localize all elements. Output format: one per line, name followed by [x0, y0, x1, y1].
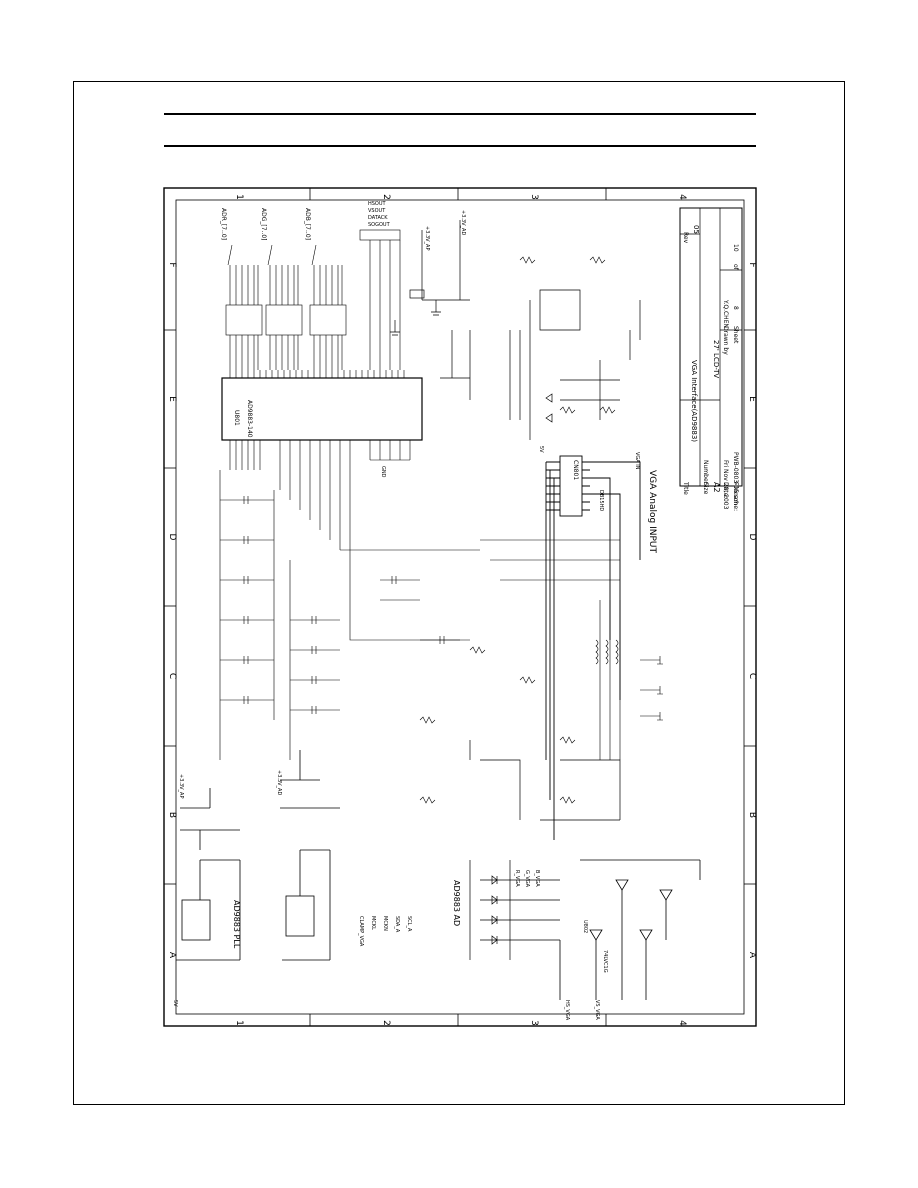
label-vga-in: VGA IN: [634, 452, 640, 470]
header-rule: [164, 113, 756, 115]
buffer-part: 74LVC1G: [602, 950, 608, 973]
date-value: Fri Nov 28, 2003: [722, 460, 729, 510]
zone-ticks: [164, 188, 756, 1026]
zone-row-e-right: E: [747, 396, 757, 402]
label-vs-vga: VS_VGA: [594, 1000, 600, 1020]
zone-col-3-bottom: 3: [529, 1020, 539, 1026]
label-mckn: MCKN: [382, 916, 388, 931]
label-scl: SCL_A: [406, 916, 412, 932]
label-vsout: VSOUT: [368, 208, 386, 214]
of-label: of: [732, 264, 739, 271]
zone-row-e-left: E: [167, 396, 177, 402]
label-r-vga: R_VGA: [514, 870, 520, 887]
number-label: Number: [702, 460, 709, 485]
sheets-value: 10: [732, 244, 739, 252]
zone-row-b-left: B: [167, 812, 177, 818]
zone-col-4-bottom: 4: [677, 1020, 687, 1026]
label-hsout: HSOUT: [368, 201, 387, 207]
resistor-packs: [225, 244, 347, 370]
date-label: Date:: [722, 482, 729, 498]
rev-value: 05: [692, 225, 700, 234]
label-sda: SDA_A: [394, 916, 400, 933]
zone-row-a-right: A: [747, 952, 757, 959]
ad-title: AD9883 AD: [452, 880, 461, 926]
connector-part: DB15HD: [598, 490, 604, 511]
title-value: VGA Interface(AD9883): [690, 360, 698, 442]
power-block: [390, 220, 471, 400]
zone-row-c-left: C: [167, 673, 177, 679]
title-block: Title VGA Interface(AD9883) Size A2 Numb…: [679, 207, 743, 511]
ctrl-wires: [359, 229, 401, 370]
bus-adr: ADR_[7..0]: [220, 208, 227, 240]
number-value: 27' LCD-TV: [712, 340, 720, 378]
drawn-label: Drawn by: [722, 326, 729, 355]
connector-refdes: CN801: [572, 460, 579, 480]
sheet-label: Sheet: [732, 326, 739, 344]
rail-5v-right: 5V: [538, 446, 544, 453]
size-value: A2: [712, 482, 721, 493]
ddc-block: [509, 289, 641, 440]
title-label: Title: [682, 481, 689, 495]
chip-pins: [229, 370, 411, 560]
zone-row-c-right: C: [747, 673, 757, 679]
label-sogout: SOGOUT: [368, 222, 391, 228]
pll-section: [176, 750, 340, 961]
rail-5v-left: 5V: [172, 1000, 178, 1007]
gnd-label: GND: [380, 466, 386, 478]
zone-col-1-bottom: 1: [234, 1020, 244, 1026]
bus-adb: ADB_[7..0]: [304, 208, 311, 240]
zone-row-b-right: B: [747, 812, 757, 818]
label-hs-vga: HS_VGA: [564, 1000, 570, 1021]
chip-refdes: U801: [233, 410, 240, 426]
decoupling-caps: [219, 470, 460, 760]
chip-part: AD9883-140: [246, 400, 253, 438]
ad9883-chip: U801 AD9883-140: [221, 377, 423, 441]
sheet-value: 8: [732, 306, 739, 310]
zone-col-3-top: 3: [529, 194, 539, 200]
vga-connector: [545, 455, 641, 840]
zone-row-d-left: D: [167, 534, 177, 541]
rail-33ad-left: +3.3V_AD: [276, 770, 282, 795]
zone-row-d-right: D: [747, 534, 757, 541]
label-mckl: MCKL: [370, 916, 376, 930]
zone-row-a-left: A: [167, 952, 177, 959]
buffer-refdes: U802: [582, 920, 588, 933]
misc-resistors: [419, 256, 616, 804]
zone-col-2-top: 2: [381, 194, 391, 200]
size-label: Size: [702, 482, 709, 495]
zone-col-4-top: 4: [677, 194, 687, 200]
zone-col-1-top: 1: [234, 194, 244, 200]
label-g-vga: G_VGA: [524, 870, 530, 888]
label-b-vga: B_VGA: [534, 870, 540, 887]
rail-33ap-left: +3.3V_AP: [178, 774, 184, 799]
pll-title: AD9883 PLL: [232, 900, 241, 949]
input-filters: [340, 539, 663, 760]
bus-adg: ADG_[7..0]: [260, 208, 267, 241]
drawn-value: Y.Q.CHEN: [722, 299, 729, 328]
ad-diodes: [469, 740, 621, 960]
file-value: PWB-0803-05.sch: [732, 452, 739, 505]
rail-33ad: +3.3V_AD: [460, 210, 466, 235]
zone-row-f-left: F: [167, 262, 177, 267]
file-label: Filename:: [732, 482, 739, 511]
vga-input-title: VGA Analog INPUT: [647, 470, 657, 554]
label-clamp: CLAMP_VGA: [358, 916, 364, 947]
page-frame: [73, 81, 845, 1105]
zone-row-f-right: F: [747, 262, 757, 267]
label-datack: DATACK: [368, 215, 388, 221]
rail-33ap: +3.3V_AP: [424, 226, 430, 251]
rev-label: Rev: [682, 232, 689, 244]
buffer-gates: [559, 859, 701, 1000]
zone-col-2-bottom: 2: [381, 1020, 391, 1026]
header-rule-bottom: [164, 145, 756, 147]
